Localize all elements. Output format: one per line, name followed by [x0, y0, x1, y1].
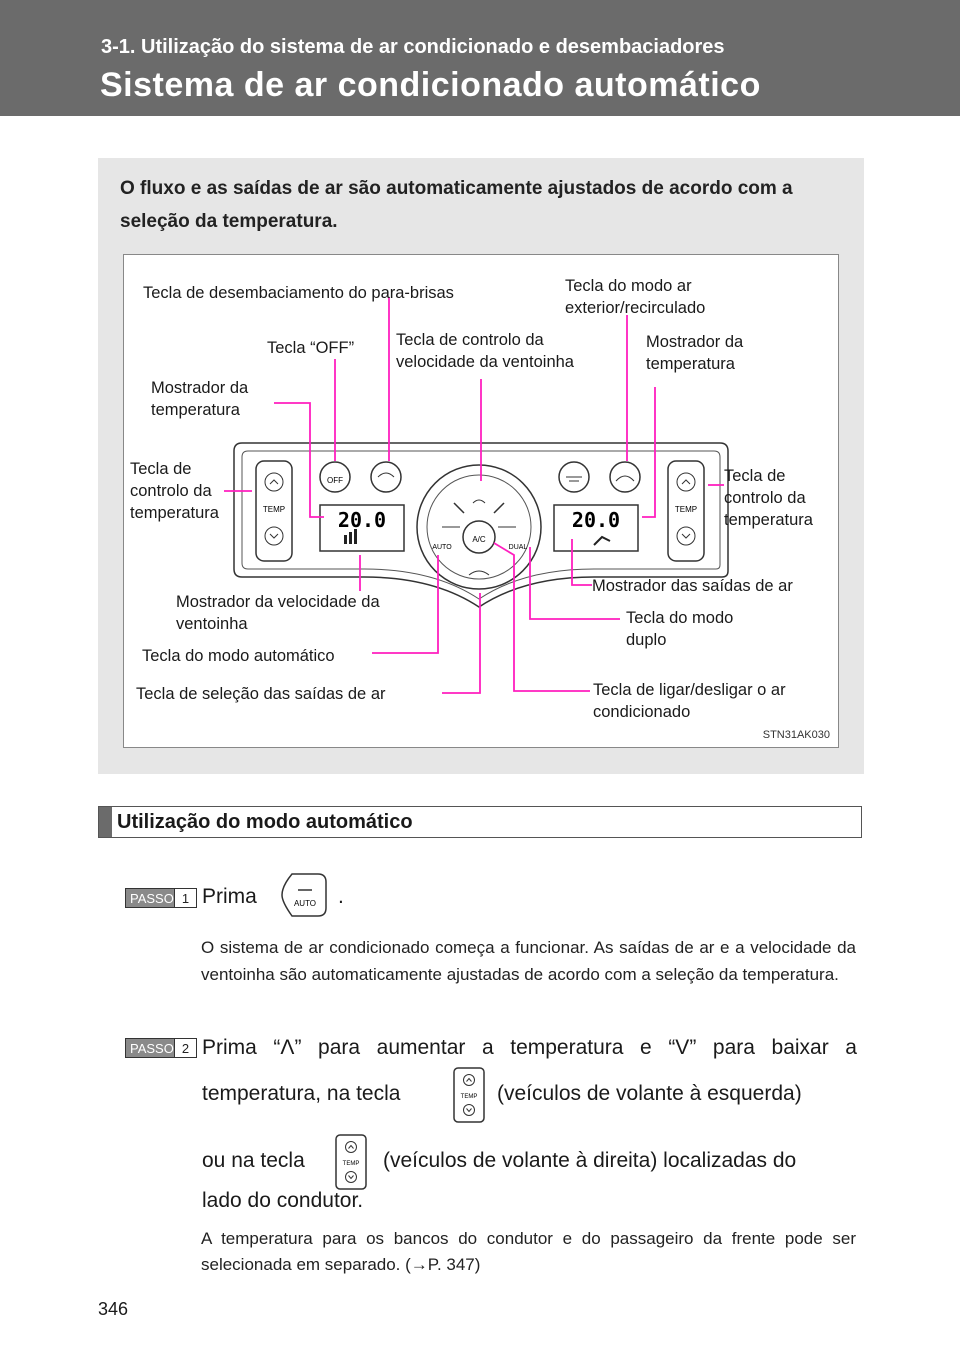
temp-label-left: TEMP: [263, 505, 285, 514]
label-air-mode: Tecla do modo ar exterior/recirculado: [565, 277, 706, 317]
label-outlet-select: Tecla de seleção das saídas de ar: [136, 685, 386, 703]
label-fan-control: Tecla de controlo da velocidade da vento…: [396, 331, 574, 371]
label-dual: Tecla do modo duplo: [626, 609, 734, 649]
auto-button-icon: AUTO: [281, 873, 327, 917]
temp-label-right: TEMP: [675, 505, 697, 514]
ac-label: A/C: [472, 535, 486, 544]
label-temp-display-right: Mostrador da temperatura: [646, 333, 744, 373]
step2-line4: lado do condutor.: [202, 1189, 364, 1212]
step2-detail: A temperatura para os bancos do condutor…: [201, 1229, 856, 1274]
subsection-header: Utilização do modo automático: [98, 806, 862, 838]
step2-line3a: ou na tecla: [202, 1149, 305, 1172]
label-auto: Tecla do modo automático: [142, 647, 335, 665]
svg-text:TEMP: TEMP: [461, 1094, 478, 1100]
step2-line1: Prima “Λ” para aumentar a temperatura e …: [202, 1036, 857, 1059]
page-header: 3-1. Utilização do sistema de ar condici…: [0, 0, 960, 116]
label-off: Tecla “OFF”: [267, 339, 355, 357]
step1-text-a: Prima: [202, 885, 257, 908]
label-temp-display-left: Mostrador da temperatura: [151, 379, 249, 419]
svg-text:TEMP: TEMP: [343, 1161, 360, 1167]
label-ac: Tecla de ligar/desligar o ar condicionad…: [593, 681, 786, 721]
subsection-title: Utilização do modo automático: [117, 811, 413, 833]
temp-button-icon-left-drive: TEMP: [453, 1067, 485, 1123]
label-outlet-display: Mostrador das saídas de ar: [592, 577, 793, 595]
panel-illustration: TEMP TEMP OFF 20.0 20.0 A/C AUTO DUAL: [224, 297, 729, 694]
section-title: 3-1. Utilização do sistema de ar condici…: [101, 36, 725, 58]
label-temp-control-right: Tecla de controlo da temperatura: [724, 467, 813, 529]
step1-text-b: .: [338, 885, 344, 908]
intro-text: O fluxo e as saídas de ar são automatica…: [120, 178, 793, 232]
step2-line3b: (veículos de volante à direita) localiza…: [383, 1149, 797, 1172]
temp-button-icon-right-drive: TEMP: [335, 1134, 367, 1190]
diagram-code: STN31AK030: [762, 729, 830, 741]
temp-display-left-value: 20.0: [338, 508, 386, 532]
label-fan-display: Mostrador da velocidade da ventoinha: [176, 593, 380, 633]
control-panel-diagram: TEMP TEMP OFF 20.0 20.0 A/C AUTO DUAL: [123, 254, 839, 748]
page-number: 346: [98, 1299, 129, 1319]
page-title: Sistema de ar condicionado automático: [100, 66, 761, 104]
off-label: OFF: [327, 476, 343, 485]
svg-text:AUTO: AUTO: [294, 899, 316, 908]
step2-line2a: temperatura, na tecla: [202, 1082, 401, 1105]
temp-display-right-value: 20.0: [572, 508, 620, 532]
dual-label: DUAL: [509, 544, 528, 551]
label-defroster: Tecla de desembaciamento do para-brisas: [143, 284, 454, 302]
auto-label: AUTO: [432, 544, 452, 551]
step2-line2b: (veículos de volante à esquerda): [497, 1082, 802, 1105]
label-temp-control-left: Tecla de controlo da temperatura: [130, 460, 219, 522]
step1-detail: O sistema de ar condicionado começa a fu…: [201, 938, 856, 984]
